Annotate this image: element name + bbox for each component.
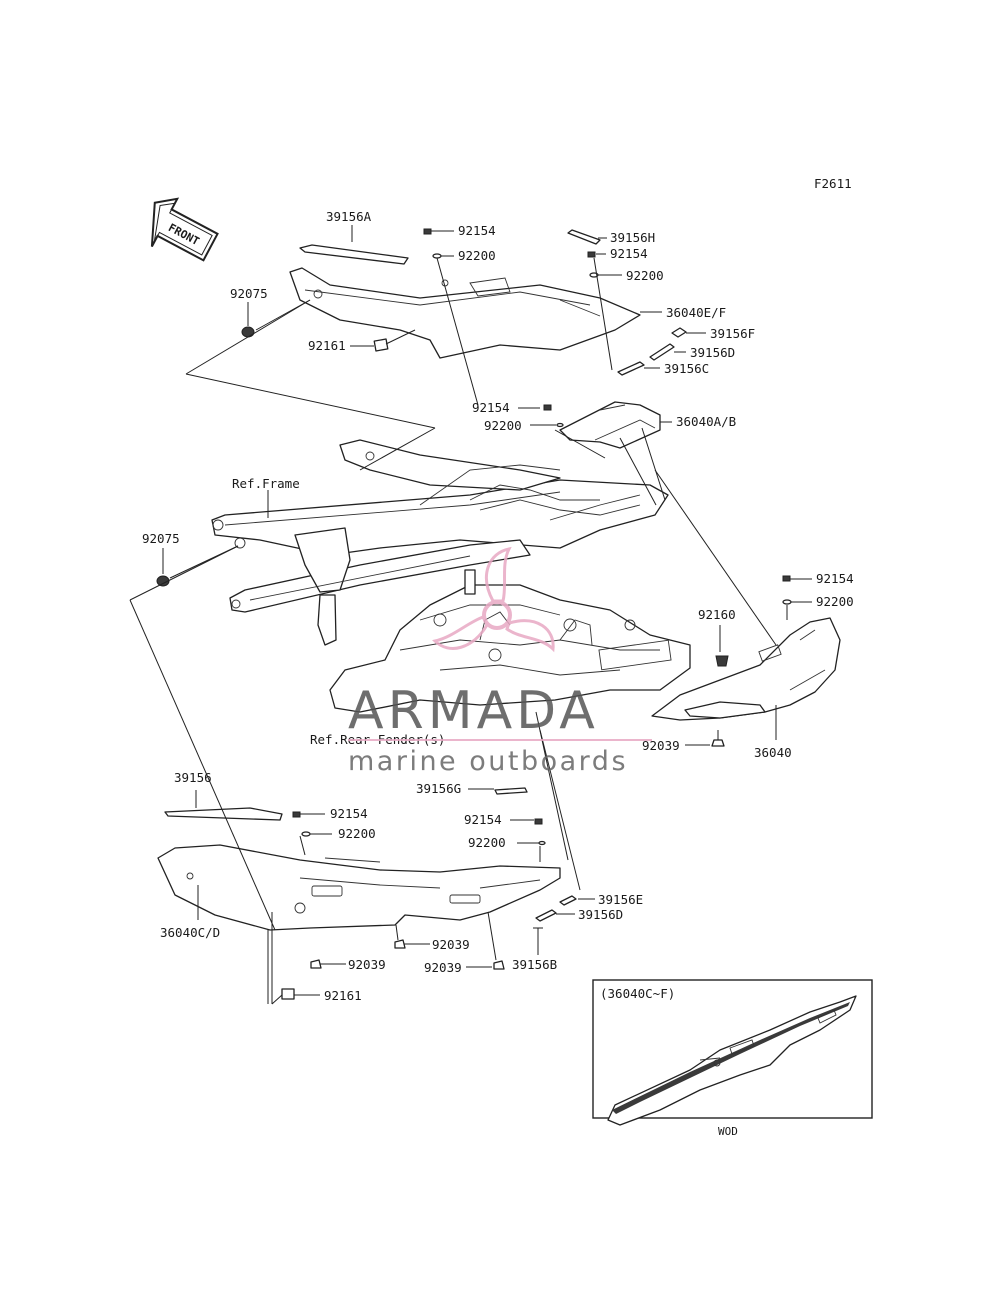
part-label: 39156G <box>416 781 461 796</box>
armada-logo-icon <box>432 546 555 653</box>
part-label: 92200 <box>458 248 496 263</box>
part-label: 92075 <box>230 286 268 301</box>
part-label: 36040E/F <box>666 305 726 320</box>
part-label: 92154 <box>464 812 502 827</box>
part-label: 39156A <box>326 209 372 224</box>
nut-icon <box>394 939 406 949</box>
nut-icon <box>711 739 725 747</box>
grommet-icon <box>241 326 255 338</box>
part-label: 36040A/B <box>676 414 736 429</box>
damper-icon <box>281 988 295 1000</box>
part-label: 39156C <box>664 361 709 376</box>
pad-39156C <box>617 361 645 376</box>
washer-icon <box>782 599 792 605</box>
damper-icon <box>373 338 389 352</box>
lower-side-cover-36040CD <box>157 844 561 931</box>
part-label: 92039 <box>432 937 470 952</box>
part-label: 39156D <box>690 345 735 360</box>
ref-frame-label: Ref.Frame <box>232 476 300 491</box>
strip-39156G <box>494 787 528 795</box>
watermark: ARMADA marine outboards <box>348 546 652 777</box>
leader-lines <box>129 225 812 1005</box>
part-label: 36040C/D <box>160 925 220 940</box>
strip-39156H <box>567 229 601 245</box>
part-label: 39156H <box>610 230 655 245</box>
part-label: 39156E <box>598 892 643 907</box>
figure-code: F2611 <box>814 176 852 191</box>
part-label: 92161 <box>324 988 362 1003</box>
washer-icon <box>556 422 564 428</box>
inset-title: (36040C~F) <box>600 986 675 1001</box>
nut-icon <box>493 960 505 970</box>
watermark-tagline: marine outboards <box>348 746 628 777</box>
part-label: 39156D <box>578 907 623 922</box>
part-label: 92154 <box>330 806 368 821</box>
part-label: 92154 <box>816 571 854 586</box>
part-label: 92039 <box>642 738 680 753</box>
screw-icon <box>587 251 596 258</box>
part-label: 92200 <box>338 826 376 841</box>
front-arrow-icon: FRONT <box>150 197 219 262</box>
tail-cover-36040 <box>651 617 841 721</box>
part-label: 92160 <box>698 607 736 622</box>
nut-icon <box>310 959 322 969</box>
part-label: 92154 <box>610 246 648 261</box>
part-label: 92154 <box>472 400 510 415</box>
screw-icon <box>543 404 552 411</box>
washer-icon <box>432 253 442 259</box>
inset-variant-box: (36040C~F) WOD <box>592 979 873 1138</box>
rear-frame <box>211 439 669 646</box>
part-label: 92039 <box>424 960 462 975</box>
part-label: 92161 <box>308 338 346 353</box>
part-label: 39156 <box>174 770 212 785</box>
part-label: 92200 <box>816 594 854 609</box>
inset-caption: WOD <box>718 1125 738 1138</box>
strip-39156A <box>299 244 409 265</box>
part-label: 39156F <box>710 326 755 341</box>
pad-39156E <box>559 895 577 906</box>
part-label: 92039 <box>348 957 386 972</box>
screw-icon <box>423 228 437 235</box>
pad-39156D-lower <box>535 909 557 922</box>
part-label: 92154 <box>458 223 496 238</box>
washer-icon <box>538 840 546 846</box>
inset-cover-drawing <box>607 995 857 1126</box>
bracket-cover-36040AB <box>559 401 661 449</box>
part-label: 92200 <box>484 418 522 433</box>
screw-icon <box>534 818 543 825</box>
washer-icon <box>301 831 311 837</box>
pad-39156D <box>649 343 675 361</box>
part-label: 92200 <box>626 268 664 283</box>
damper-icon <box>715 655 729 667</box>
screw-icon <box>782 575 791 582</box>
part-label: 92200 <box>468 835 506 850</box>
upper-side-cover-36040EF <box>289 267 641 359</box>
part-label: 36040 <box>754 745 792 760</box>
pad-39156F <box>671 327 687 338</box>
screw-icon <box>292 811 301 818</box>
watermark-brand: ARMADA <box>348 681 599 741</box>
part-label: 39156B <box>512 957 557 972</box>
part-label: 92075 <box>142 531 180 546</box>
